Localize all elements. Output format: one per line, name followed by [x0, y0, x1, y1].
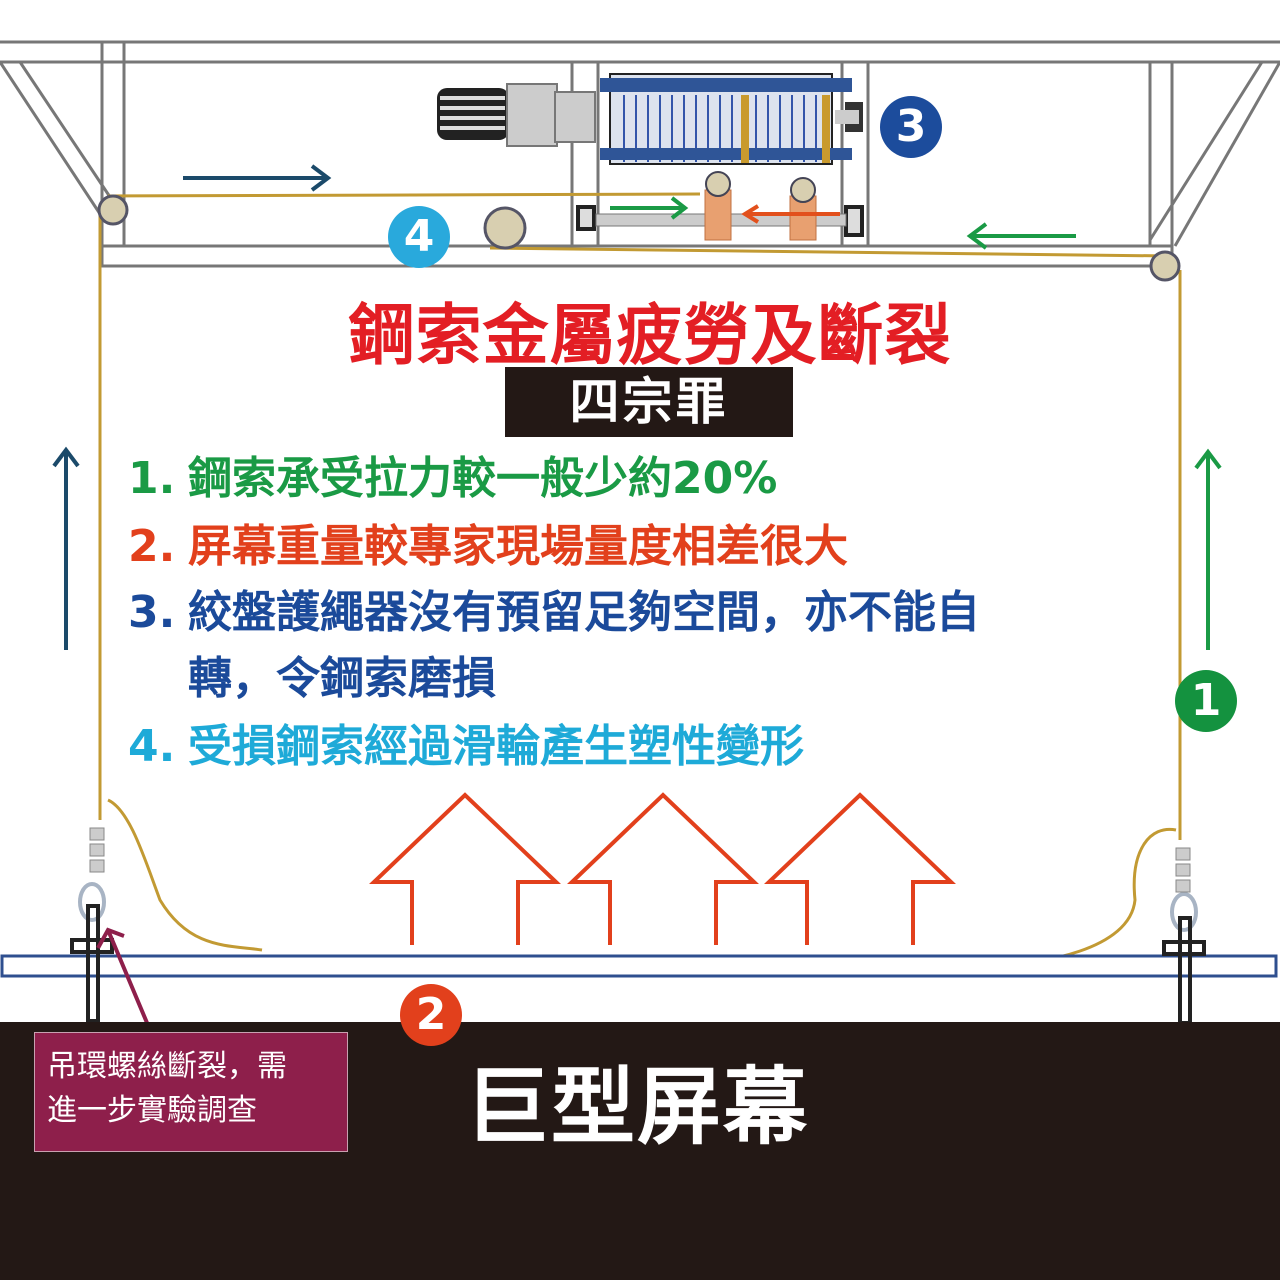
subtitle-banner: 四宗罪 — [505, 367, 793, 437]
shackles — [89, 827, 1191, 893]
badge-2: 2 — [400, 984, 462, 1046]
badge-3: 3 — [880, 96, 942, 158]
eye-bolts — [70, 882, 1206, 1025]
screen-frame — [0, 954, 1278, 978]
list-item-2: 2.屏幕重量較專家現場量度相差很大 — [128, 521, 848, 572]
badge-1: 1 — [1175, 670, 1237, 732]
main-title: 鋼索金屬疲勞及斷裂 — [348, 297, 952, 374]
screen-label: 巨型屏幕 — [465, 1058, 810, 1156]
winch-motor — [437, 83, 596, 147]
list-item-1: 1.鋼索承受拉力較一般少約20% — [128, 453, 778, 504]
upward-force-arrows — [369, 792, 956, 945]
list-item-4: 4.受損鋼索經過滑輪產生塑性變形 — [128, 721, 804, 772]
winch-drum — [600, 73, 863, 165]
callout-pointer — [96, 927, 152, 1031]
pulleys — [97, 194, 1181, 282]
eye-bolt-callout: 吊環螺絲斷裂，需進一步實驗調查 — [34, 1032, 348, 1152]
direction-arrows — [52, 164, 1222, 650]
list-item-3: 3.絞盤護繩器沒有預留足夠空間，亦不能自轉，令鋼索磨損 — [128, 587, 980, 704]
rope-guide — [576, 171, 864, 241]
badge-4: 4 — [388, 206, 450, 268]
